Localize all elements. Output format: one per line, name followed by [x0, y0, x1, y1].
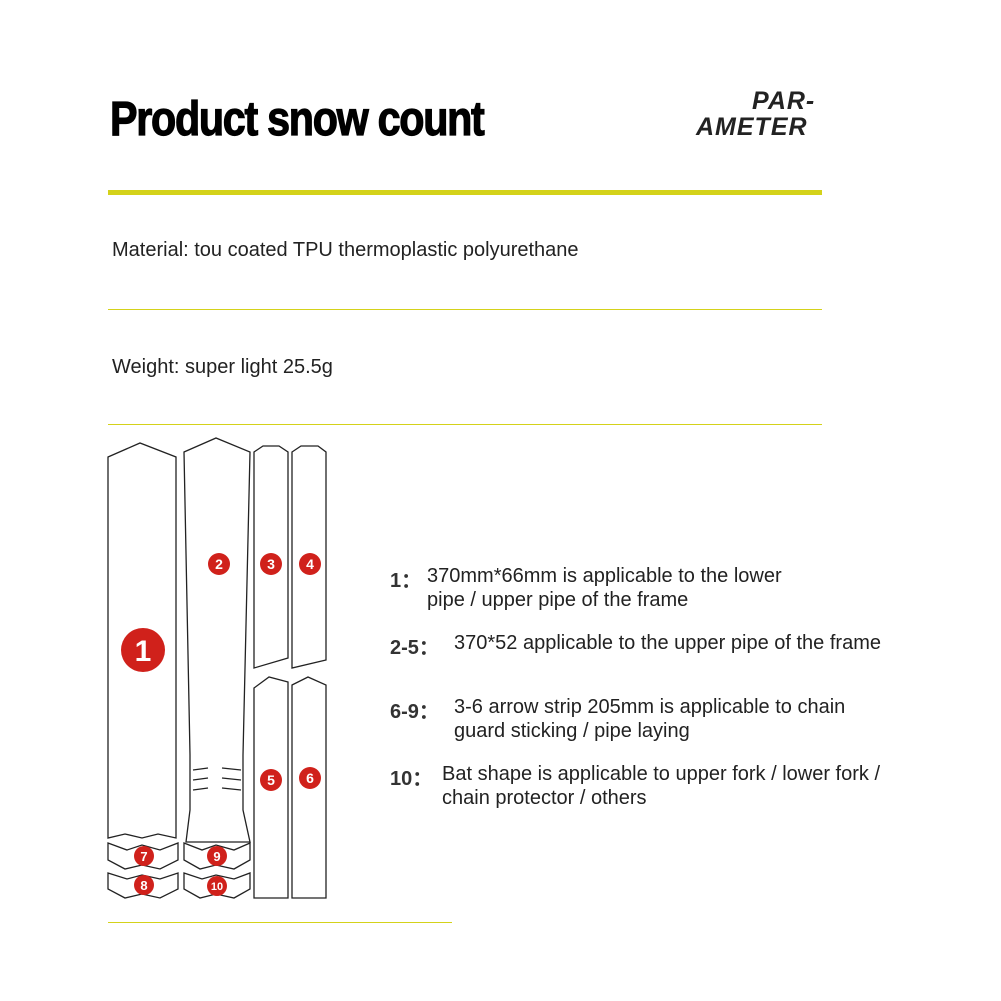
- brand-logo: PAR- AMETER: [690, 88, 830, 148]
- badge-9: 9: [207, 846, 227, 866]
- badge-label: 10: [211, 881, 223, 893]
- badge-label: 1: [135, 635, 152, 668]
- badge-7: 7: [134, 846, 154, 866]
- sticker-piece-2: [183, 437, 251, 843]
- badge-label: 5: [267, 772, 275, 788]
- badge-2: 2: [208, 553, 230, 575]
- badge-10: 10: [207, 876, 227, 896]
- badge-4: 4: [299, 553, 321, 575]
- sticker-piece-9: [183, 842, 251, 870]
- sticker-piece-7: [107, 842, 179, 870]
- divider-material: [108, 309, 822, 310]
- legend-key: 2-5：: [390, 637, 439, 659]
- piece-2-cut-line: [221, 787, 242, 791]
- piece-2-cut-line: [221, 767, 242, 771]
- badge-8: 8: [134, 875, 154, 895]
- legend-key: 10：: [390, 768, 433, 790]
- legend-text-line1: Bat shape is applicable to upper fork / …: [442, 763, 881, 785]
- piece-2-cut-line: [192, 767, 209, 771]
- badge-5: 5: [260, 769, 282, 791]
- badge-label: 4: [306, 556, 314, 572]
- logo-line-1: PAR-: [752, 87, 816, 115]
- badge-6: 6: [299, 767, 321, 789]
- badge-1: 1: [121, 628, 165, 672]
- sticker-layout-diagram: 1 2 3 4 5 6 7 8 9 10: [107, 437, 327, 899]
- sticker-piece-4: [291, 445, 327, 669]
- divider-weight: [108, 424, 822, 425]
- divider-bottom: [108, 922, 452, 923]
- legend-key: 6-9：: [390, 701, 439, 723]
- legend-text-line2: guard sticking / pipe laying: [454, 720, 690, 742]
- weight-spec: Weight: super light 25.5g: [112, 356, 333, 378]
- sticker-piece-1: [107, 442, 177, 839]
- badge-label: 2: [215, 556, 223, 572]
- badge-label: 9: [213, 849, 220, 864]
- logo-line-2: AMETER: [696, 113, 808, 141]
- sticker-piece-5: [253, 676, 289, 899]
- badge-label: 7: [140, 849, 147, 864]
- sticker-piece-8: [107, 872, 179, 899]
- sticker-piece-10: [183, 872, 251, 899]
- legend-text-line1: 370mm*66mm is applicable to the lower: [427, 565, 782, 587]
- sticker-piece-6: [291, 676, 327, 899]
- sticker-piece-3: [253, 445, 289, 669]
- badge-3: 3: [260, 553, 282, 575]
- legend-text-line1: 3-6 arrow strip 205mm is applicable to c…: [454, 696, 846, 718]
- material-spec: Material: tou coated TPU thermoplastic p…: [112, 239, 579, 261]
- piece-2-cut-line: [192, 787, 209, 791]
- piece-2-cut-line: [221, 777, 242, 781]
- badge-label: 3: [267, 556, 275, 572]
- legend-text-line2: chain protector / others: [442, 787, 647, 809]
- legend-key: 1：: [390, 570, 422, 592]
- page-title: Product snow count: [109, 92, 485, 146]
- legend-text-line2: pipe / upper pipe of the frame: [427, 589, 689, 611]
- legend-text-line1: 370*52 applicable to the upper pipe of t…: [454, 632, 881, 654]
- piece-2-cut-line: [192, 777, 209, 781]
- header-divider: [108, 190, 822, 195]
- badge-label: 8: [140, 878, 147, 893]
- badge-label: 6: [306, 770, 314, 786]
